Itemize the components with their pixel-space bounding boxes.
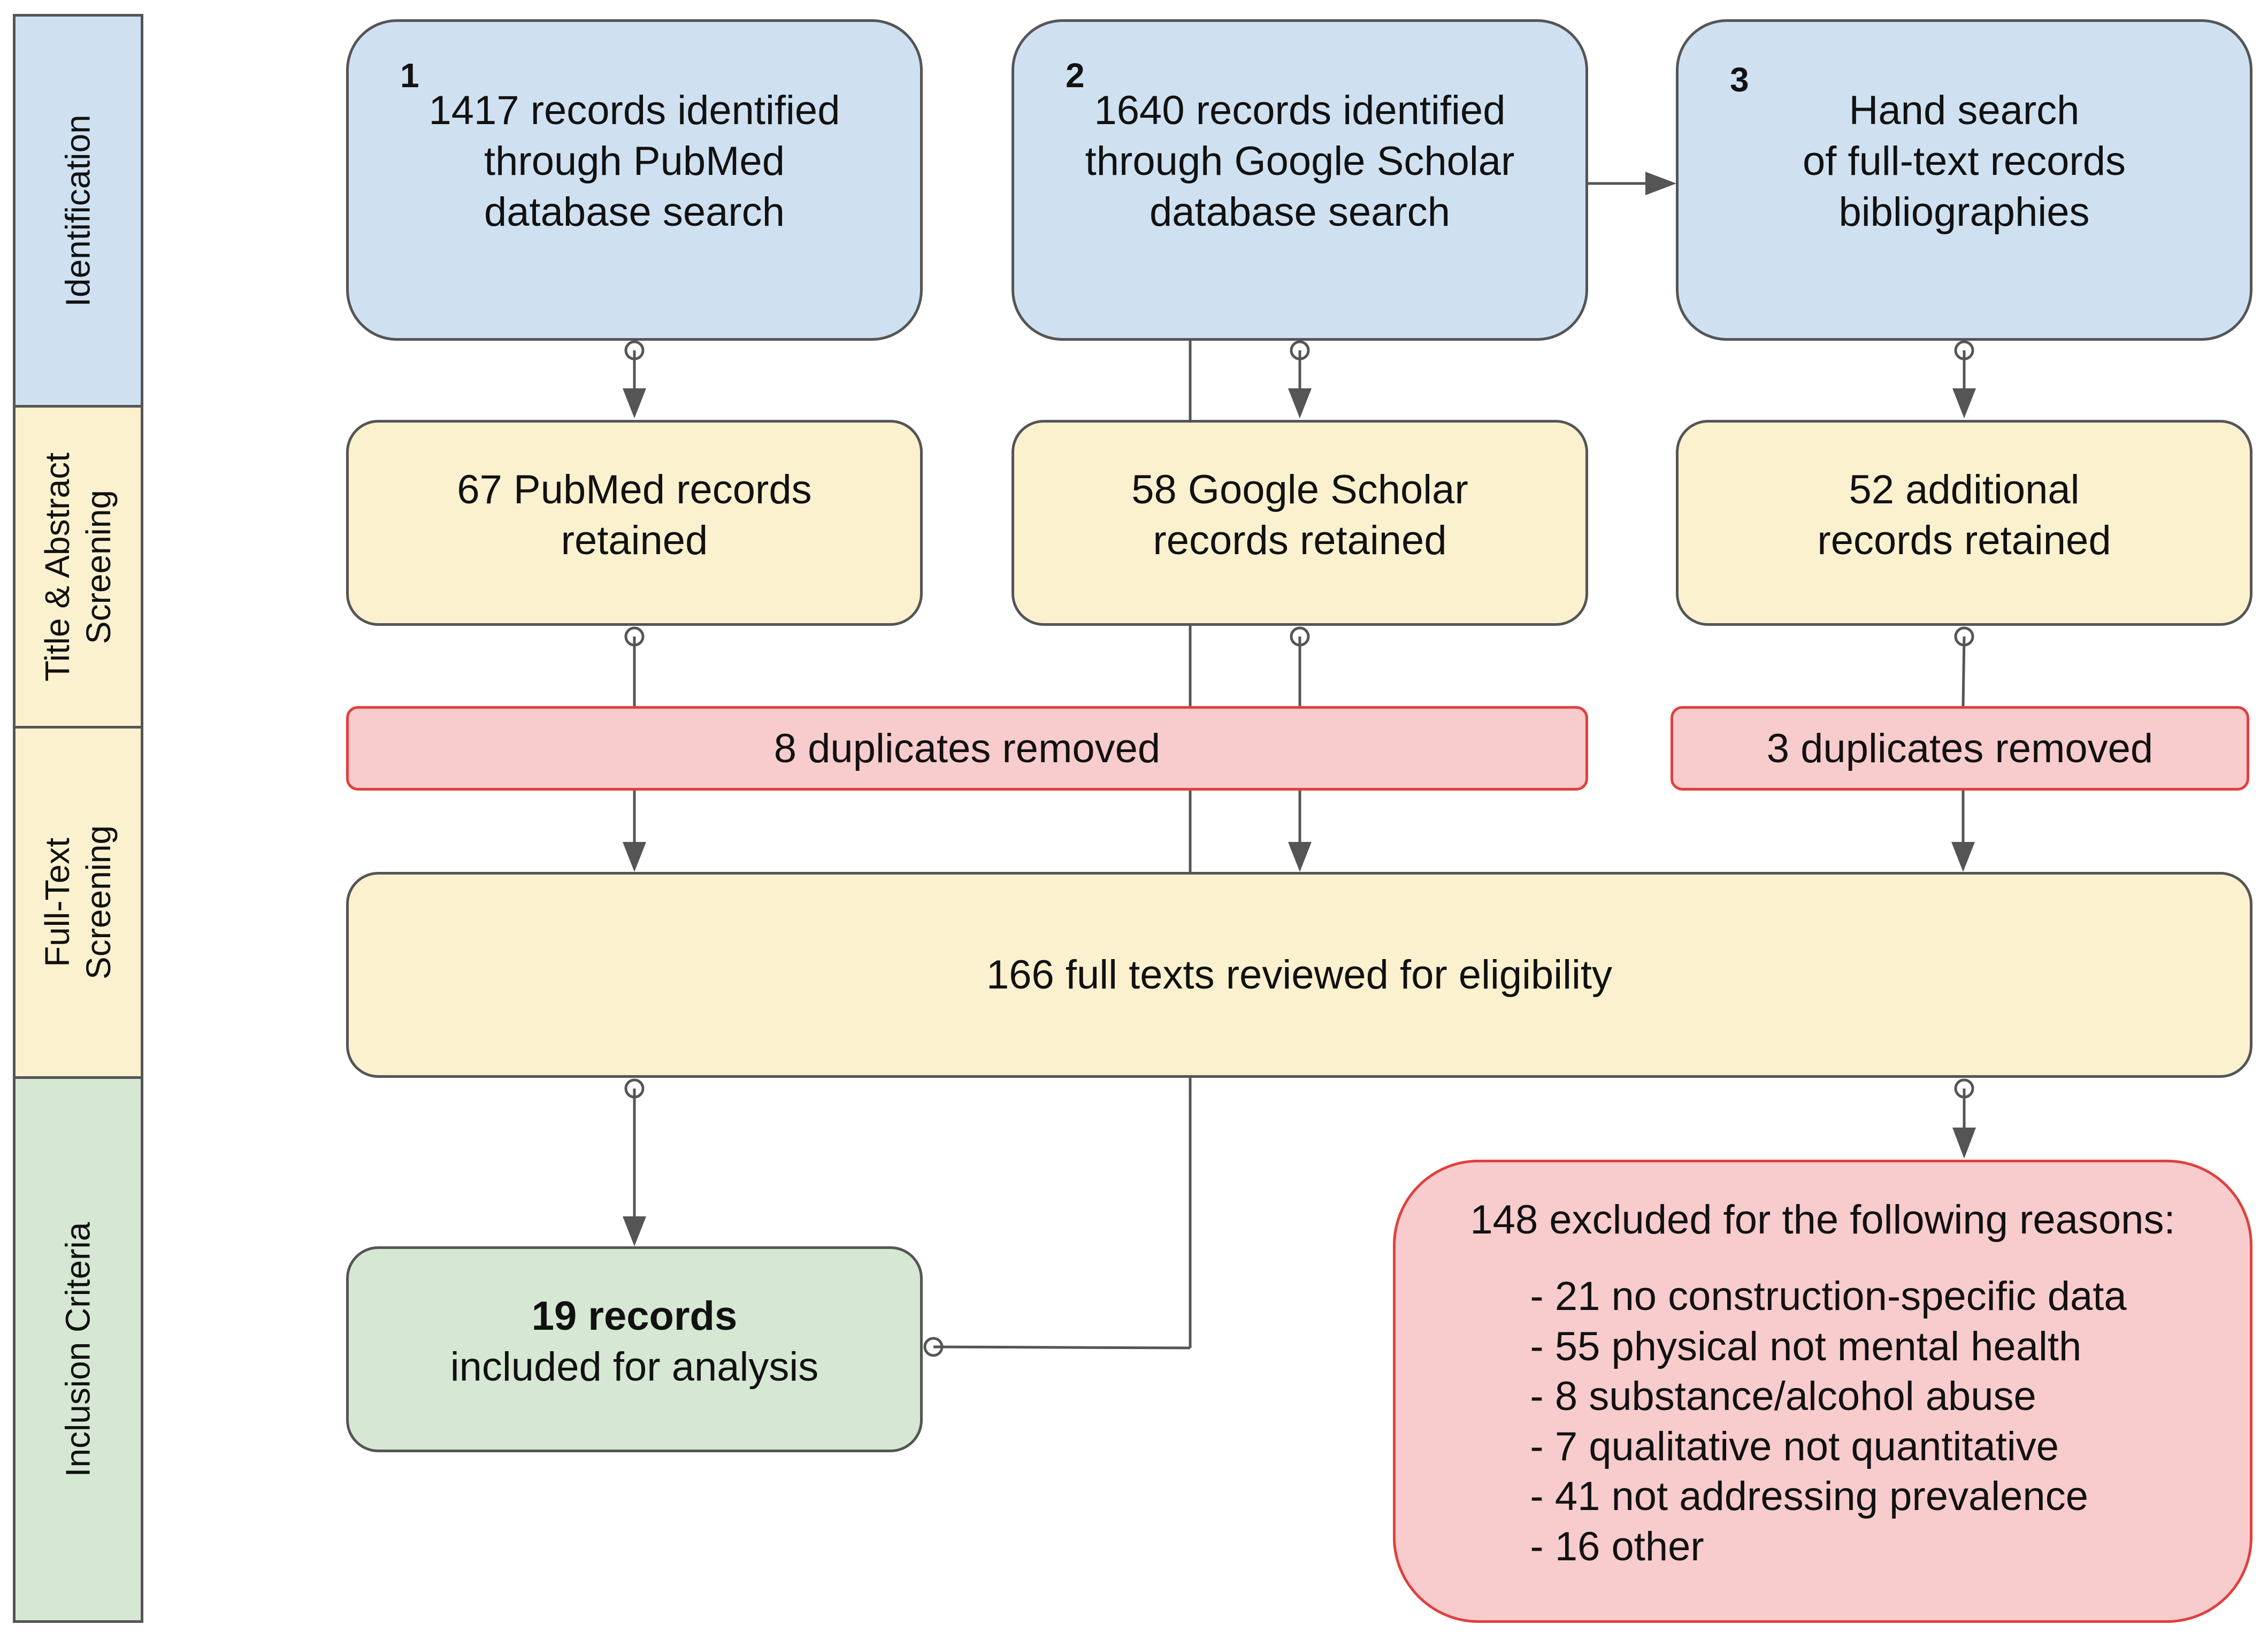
- connector-node-fulltext-right: [1954, 1078, 1974, 1099]
- arrowhead-retained3: [1952, 388, 1976, 418]
- fulltext-review-text: 166 full texts reviewed for eligibility: [986, 952, 1613, 998]
- included-count: 19 records: [531, 1293, 738, 1339]
- excluded-reason: - 8 substance/alcohol abuse: [1530, 1374, 2036, 1420]
- excluded-content: 148 excluded for the following reasons: …: [1470, 1195, 2175, 1572]
- source-number: 2: [1066, 56, 1085, 95]
- stage-full-text-screening-label: Full-Text Screening: [38, 825, 118, 980]
- arrowhead-source3: [1645, 172, 1676, 195]
- connector-node-source3: [1954, 340, 1974, 361]
- stage-inclusion-criteria-label: Inclusion Criteria: [58, 1222, 97, 1477]
- excluded-reason: - 55 physical not mental health: [1530, 1323, 2082, 1369]
- connector-node-source2: [1290, 340, 1310, 361]
- arrowhead-fulltext-2: [1288, 842, 1312, 872]
- source-box-pubmed: 1 1417 records identified through PubMed…: [346, 19, 923, 341]
- retained-box-text: 58 Google Scholar records retained: [1131, 466, 1468, 563]
- retained-box-additional: 52 additional records retained: [1676, 420, 2252, 626]
- excluded-heading: 148 excluded for the following reasons:: [1470, 1197, 2175, 1243]
- excluded-reason: - 41 not addressing prevalence: [1530, 1474, 2088, 1520]
- excluded-reason: - 16 other: [1530, 1523, 1704, 1569]
- source-box-google-scholar: 2 1640 records identified through Google…: [1012, 19, 1588, 341]
- connector-node-retained3: [1954, 626, 1974, 647]
- source-number: 1: [400, 56, 419, 95]
- stage-inclusion-criteria: Inclusion Criteria: [13, 1076, 143, 1623]
- stage-title-abstract-screening: Title & Abstract Screening: [13, 405, 143, 729]
- arrowhead-retained1: [623, 388, 646, 418]
- connector-node-retained2: [1290, 626, 1310, 647]
- connector-retained3-duplicates: [1961, 636, 1966, 707]
- stage-identification: Identification: [13, 14, 143, 408]
- source-box-text: 1417 records identified through PubMed d…: [428, 88, 840, 235]
- duplicates-removed-text: 3 duplicates removed: [1766, 725, 2154, 771]
- stage-identification-label: Identification: [58, 114, 97, 307]
- retained-box-pubmed: 67 PubMed records retained: [346, 420, 923, 626]
- connector-included-horizontal: [933, 1345, 1191, 1350]
- arrowhead-retained2: [1288, 388, 1312, 418]
- source-box-text: Hand search of full-text records bibliog…: [1803, 88, 2126, 235]
- retained-box-text: 67 PubMed records retained: [457, 466, 812, 563]
- duplicates-removed-box-left: 8 duplicates removed: [346, 706, 1588, 791]
- excluded-reasons-list: - 21 no construction-specific data - 55 …: [1470, 1271, 2175, 1572]
- stage-full-text-screening: Full-Text Screening: [13, 726, 143, 1079]
- stage-title-abstract-screening-label: Title & Abstract Screening: [38, 452, 118, 681]
- arrowhead-included: [623, 1216, 646, 1246]
- fulltext-review-box: 166 full texts reviewed for eligibility: [346, 872, 2252, 1078]
- excluded-box: 148 excluded for the following reasons: …: [1393, 1160, 2252, 1623]
- source-box-text: 1640 records identified through Google S…: [1085, 88, 1515, 235]
- connector-node-included: [923, 1337, 944, 1357]
- included-label: included for analysis: [450, 1344, 819, 1390]
- connector-node-retained1: [624, 626, 645, 647]
- duplicates-removed-box-right: 3 duplicates removed: [1671, 706, 2249, 791]
- excluded-reason: - 7 qualitative not quantitative: [1530, 1423, 2059, 1469]
- included-box-text: 19 records included for analysis: [450, 1291, 819, 1392]
- arrowhead-fulltext-3: [1951, 842, 1975, 872]
- included-box: 19 records included for analysis: [346, 1246, 923, 1452]
- source-number: 3: [1730, 60, 1749, 99]
- connector-node-fulltext-left: [624, 1078, 645, 1099]
- excluded-reason: - 21 no construction-specific data: [1530, 1274, 2127, 1320]
- retained-box-google-scholar: 58 Google Scholar records retained: [1012, 420, 1588, 626]
- duplicates-removed-text: 8 duplicates removed: [773, 725, 1161, 771]
- connector-node-source1: [624, 340, 645, 361]
- retained-box-text: 52 additional records retained: [1817, 466, 2111, 563]
- arrowhead-excluded: [1952, 1128, 1976, 1159]
- arrowhead-fulltext-1: [623, 842, 646, 872]
- source-box-hand-search: 3 Hand search of full-text records bibli…: [1676, 19, 2252, 341]
